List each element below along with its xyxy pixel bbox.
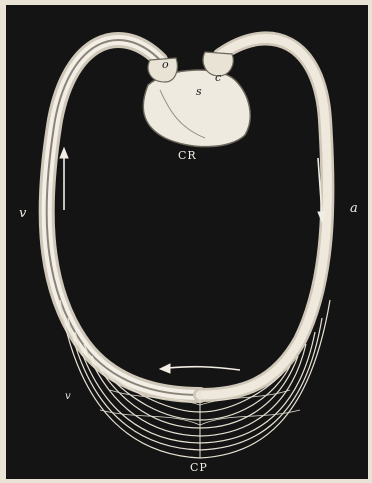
artery-label: a (350, 202, 358, 215)
capillaries-label: CP (190, 462, 208, 473)
septum-label: s (196, 86, 202, 97)
capillary-network (60, 300, 330, 458)
heart-label: CR (178, 150, 197, 161)
auricle-label: o (162, 59, 169, 70)
vein-lower-label: v (65, 392, 71, 402)
vein-label: v (19, 207, 26, 220)
flow-arrows (60, 148, 326, 373)
ventricle-label: c (215, 72, 221, 83)
heart-shape (143, 52, 250, 147)
